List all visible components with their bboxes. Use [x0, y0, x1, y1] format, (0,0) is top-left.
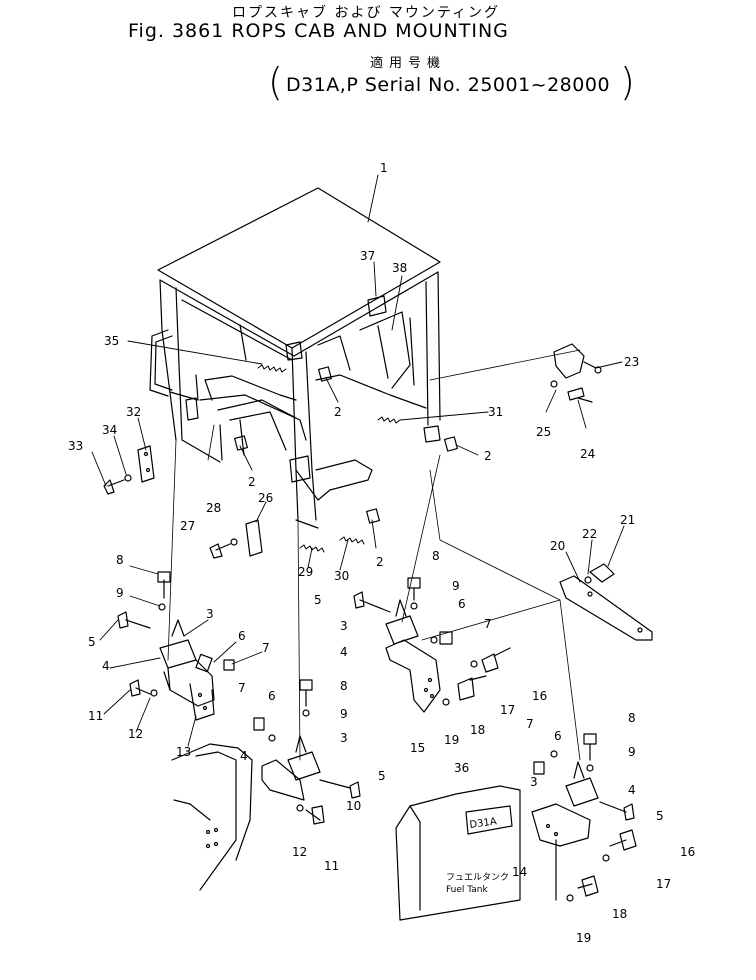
callout-2: 2: [248, 475, 256, 489]
callout-15: 15: [410, 741, 425, 755]
callout-10: 10: [346, 799, 361, 813]
callout-4: 4: [102, 659, 110, 673]
close-parenthesis: ): [620, 60, 635, 104]
mount-bracket-far-right: [531, 733, 637, 902]
callout-20: 20: [550, 539, 565, 553]
callout-6: 6: [554, 729, 562, 743]
callout-26: 26: [258, 491, 273, 505]
callout-8: 8: [628, 711, 636, 725]
callout-27: 27: [180, 519, 195, 533]
callout-9: 9: [452, 579, 460, 593]
callout-3: 3: [530, 775, 538, 789]
rops-cab: [149, 187, 458, 529]
part-20-bracket: [559, 563, 653, 641]
callout-32: 32: [126, 405, 141, 419]
callout-35: 35: [104, 334, 119, 348]
callout-6: 6: [458, 597, 466, 611]
callout-3: 3: [340, 731, 348, 745]
callout-2: 2: [484, 449, 492, 463]
damper-springs: [257, 364, 401, 553]
leader-lines: [91, 174, 625, 747]
callout-5: 5: [88, 635, 96, 649]
mount-bracket-center: [253, 679, 361, 825]
callout-24: 24: [580, 447, 595, 461]
callout-7: 7: [238, 681, 246, 695]
callout-16: 16: [532, 689, 547, 703]
callout-38: 38: [392, 261, 407, 275]
upper-fasteners: [103, 445, 263, 559]
callout-19: 19: [576, 931, 591, 945]
callout-2: 2: [334, 405, 342, 419]
callout-28: 28: [206, 501, 221, 515]
callout-17: 17: [500, 703, 515, 717]
callout-3: 3: [340, 619, 348, 633]
callout-23: 23: [624, 355, 639, 369]
alignment-lines: [167, 349, 581, 761]
fuel-tank: [395, 785, 521, 921]
part-23-switch: [550, 343, 602, 403]
figure-title: Fig. 3861 ROPS CAB AND MOUNTING: [128, 20, 509, 42]
callout-8: 8: [432, 549, 440, 563]
callout-25: 25: [536, 425, 551, 439]
callout-8: 8: [116, 553, 124, 567]
callout-30: 30: [334, 569, 349, 583]
callout-9: 9: [628, 745, 636, 759]
callout-labels: 1 37 38 35 2 31 32 34 33 2 2 2 23 25 24 …: [68, 161, 695, 945]
mount-bracket-right: [353, 577, 511, 713]
callout-31: 31: [488, 405, 503, 419]
callout-6: 6: [268, 689, 276, 703]
callout-2: 2: [376, 555, 384, 569]
fender-outlines: [171, 743, 253, 891]
callout-9: 9: [340, 707, 348, 721]
callout-7: 7: [484, 617, 492, 631]
fuel-tank-label-jp: フュエルタンク: [446, 872, 509, 883]
japanese-applicability-label: 適用号機: [370, 56, 447, 71]
callout-4: 4: [340, 645, 348, 659]
open-parenthesis: (: [268, 60, 283, 104]
fuel-tank-label-en: Fuel Tank: [446, 885, 489, 895]
callout-11: 11: [88, 709, 103, 723]
callout-17: 17: [656, 877, 671, 891]
tank-badge: D31A: [469, 816, 498, 831]
callout-4: 4: [240, 749, 248, 763]
callout-5: 5: [314, 593, 322, 607]
callout-9: 9: [116, 586, 124, 600]
callout-3: 3: [206, 607, 214, 621]
callout-29: 29: [298, 565, 313, 579]
callout-12: 12: [128, 727, 143, 741]
callout-22: 22: [582, 527, 597, 541]
callout-34: 34: [102, 423, 117, 437]
callout-5: 5: [378, 769, 386, 783]
callout-11: 11: [324, 859, 339, 873]
japanese-title: ロプスキャブ および マウンティング: [232, 5, 501, 21]
callout-18: 18: [612, 907, 627, 921]
callout-13: 13: [176, 745, 191, 759]
serial-range: D31A,P Serial No. 25001~28000: [286, 74, 611, 96]
callout-14: 14: [512, 865, 527, 879]
callout-5: 5: [656, 809, 664, 823]
callout-37: 37: [360, 249, 375, 263]
callout-19: 19: [444, 733, 459, 747]
callout-12: 12: [292, 845, 307, 859]
callout-4: 4: [628, 783, 636, 797]
callout-36: 36: [454, 761, 469, 775]
callout-33: 33: [68, 439, 83, 453]
callout-8: 8: [340, 679, 348, 693]
callout-16: 16: [680, 845, 695, 859]
callout-21: 21: [620, 513, 635, 527]
mount-bracket-left: [117, 571, 235, 721]
callout-18: 18: [470, 723, 485, 737]
callout-7: 7: [262, 641, 270, 655]
callout-1: 1: [380, 161, 388, 175]
callout-6: 6: [238, 629, 246, 643]
callout-7: 7: [526, 717, 534, 731]
